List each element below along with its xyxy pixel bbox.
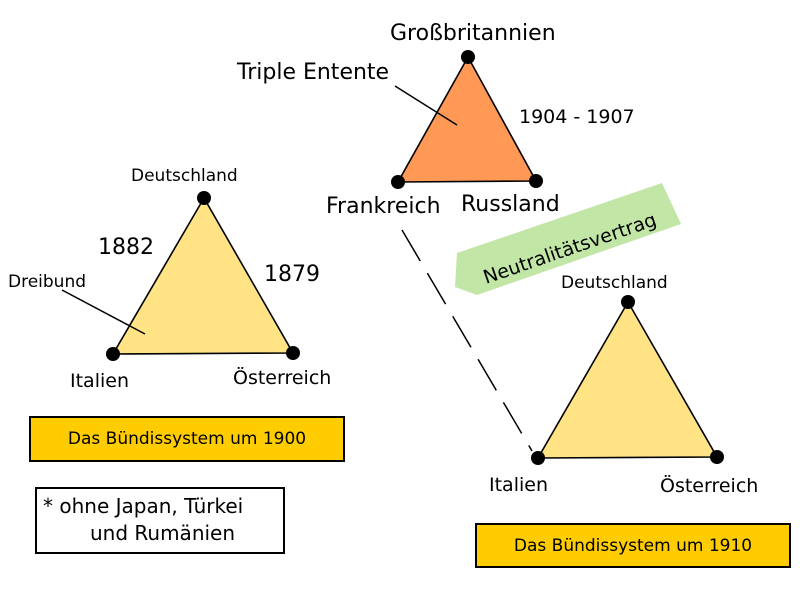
deutschland-1900-label: Deutschland	[131, 166, 238, 186]
node-italien-1910	[531, 451, 545, 465]
node-grossbritannien	[461, 50, 475, 64]
dreibund-triangle	[111, 196, 295, 355]
footnote-line-2: und Rumänien	[90, 521, 236, 545]
node-oesterreich-1910	[710, 450, 724, 464]
entente-years-label: 1904 - 1907	[519, 106, 635, 128]
node-deutschland-1900	[197, 191, 211, 205]
oesterreich-1910-label: Österreich	[660, 474, 758, 497]
footnote-line-1: * ohne Japan, Türkei	[43, 494, 244, 518]
frankreich-italien-dashed-link	[401, 229, 533, 452]
node-russland	[529, 174, 543, 188]
footnote-box: * ohne Japan, Türkei und Rumänien	[35, 487, 285, 554]
entente-pointer-line	[394, 85, 458, 126]
node-frankreich	[391, 175, 405, 189]
year-1882-label: 1882	[98, 235, 154, 260]
entente-triangle	[396, 55, 538, 183]
russland-label: Russland	[461, 192, 560, 217]
italien-1900-label: Italien	[70, 370, 129, 392]
grossbritannien-label: Großbritannien	[390, 21, 556, 46]
caption-1910: Das Bündissystem um 1910	[475, 523, 791, 568]
triple-entente-label: Triple Entente	[236, 60, 389, 85]
caption-1900: Das Bündissystem um 1900	[29, 416, 345, 462]
neutrality-arrow	[455, 183, 681, 295]
italien-1910-label: Italien	[489, 474, 548, 496]
dreibund-label: Dreibund	[8, 272, 86, 292]
system-1910-triangle	[536, 300, 719, 459]
node-italien-1900	[106, 347, 120, 361]
year-1879-label: 1879	[264, 262, 320, 287]
node-oesterreich-1900	[286, 346, 300, 360]
deutschland-1910-label: Deutschland	[561, 273, 668, 293]
node-deutschland-1910	[621, 295, 635, 309]
oesterreich-1900-label: Österreich	[233, 366, 331, 389]
frankreich-label: Frankreich	[326, 194, 441, 219]
dreibund-pointer-line	[61, 289, 146, 335]
